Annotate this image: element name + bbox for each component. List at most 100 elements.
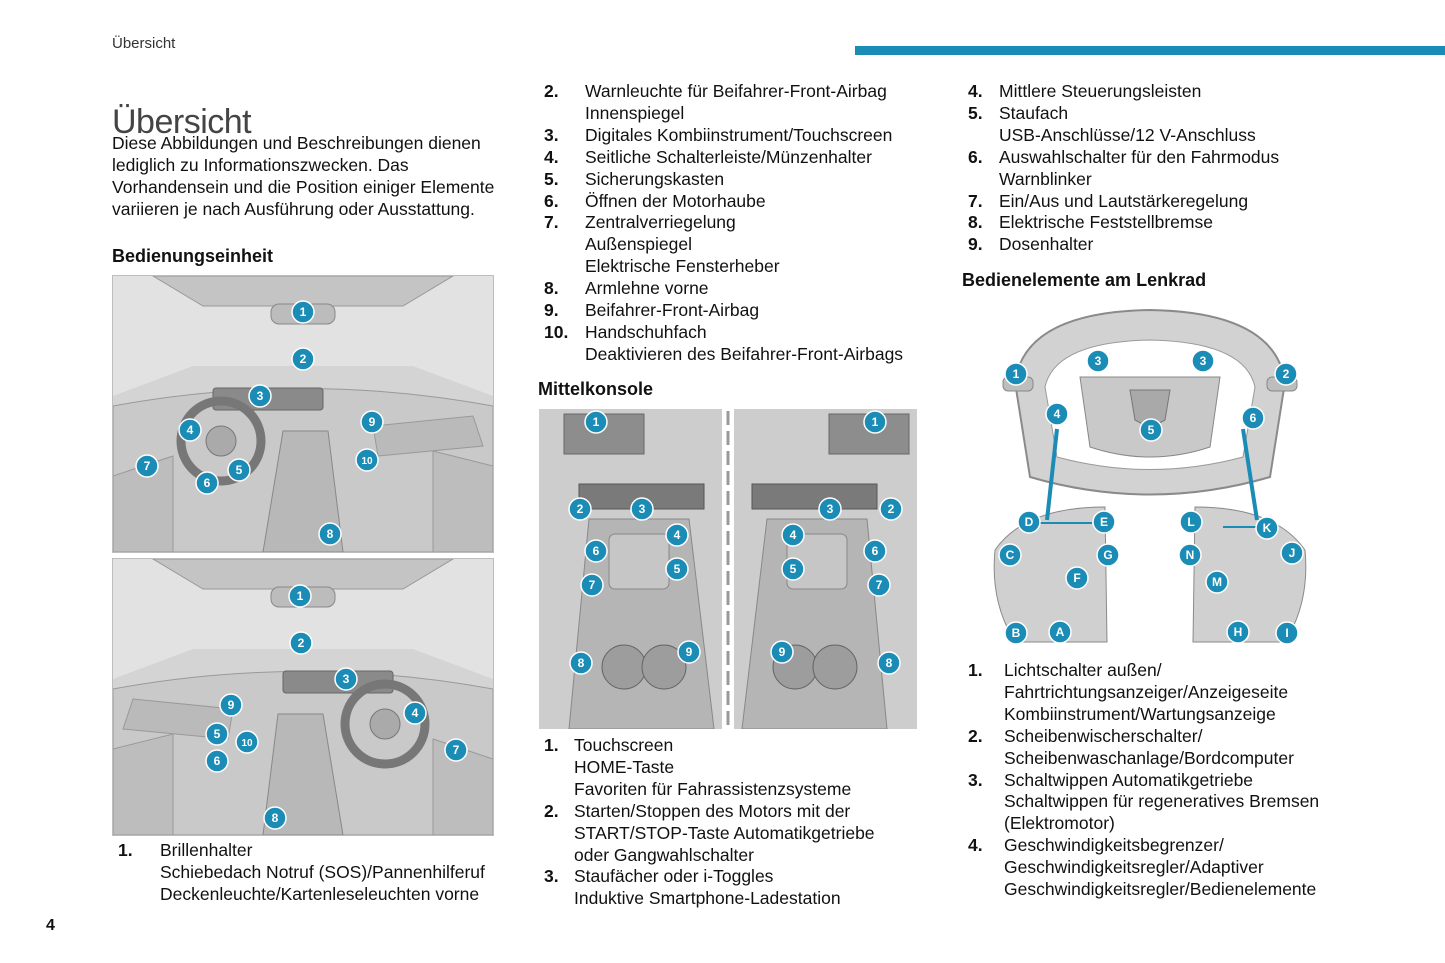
badge-L: L [1179,510,1203,534]
intro-paragraph: Diese Abbildungen und Beschreibungen die… [112,133,495,219]
svg-text:2: 2 [298,636,305,650]
svg-text:H: H [1234,625,1243,639]
badge-C: C [998,543,1022,567]
badge-1: 1 [288,584,312,608]
list-item: 10.Handschuhfach Deaktivieren des Beifah… [544,321,904,364]
center-console-figure: 1 2 3 4 5 6 7 8 9 1 2 3 4 5 6 7 8 9 [539,409,917,729]
list-item: 3.Staufächer oder i-Toggles Induktive Sm… [544,866,841,909]
badge-6: 6 [584,539,608,563]
badge-4: 4 [665,523,689,547]
badge-E: E [1092,510,1116,534]
svg-text:C: C [1006,548,1015,562]
badge-M: M [1205,570,1229,594]
svg-text:5: 5 [236,463,243,477]
svg-text:4: 4 [790,528,797,542]
svg-text:A: A [1056,625,1065,639]
badge-10: 10 [355,448,379,472]
badge-9: 9 [677,640,701,664]
badge-3: 3 [248,384,272,408]
badge-B: B [1004,621,1028,645]
badges-right-view: 1 2 3 4 5 6 7 8 9 [770,410,903,675]
list-item: 4.Geschwindigkeitsbegrenzer/ Geschwindig… [968,835,1317,900]
svg-text:8: 8 [886,656,893,670]
badge-8: 8 [318,522,342,546]
list-item: 9.Beifahrer-Front-Airbag [544,300,760,321]
heading-mittelkonsole: Mittelkonsole [538,379,654,399]
list-item: 1.Lichtschalter außen/ Fahrtrichtungsanz… [968,660,1289,724]
badge-10: 10 [235,730,259,754]
badge-9: 9 [219,693,243,717]
list-item: 2.Scheibenwischerschalter/ Scheibenwasch… [968,725,1294,768]
dashboard-figure-right-hand-drive: 1 2 3 4 5 6 7 8 9 10 [112,558,494,836]
svg-text:I: I [1285,626,1288,640]
badges-left-view: 1 2 3 4 5 6 7 8 9 [568,410,701,675]
list-item: 6.Öffnen der Motorhaube [544,190,766,211]
svg-text:E: E [1100,515,1108,529]
badge-7: 7 [444,738,468,762]
lenkrad-list: 1.Lichtschalter außen/ Fahrtrichtungsanz… [968,660,1368,901]
list-item: 8.Elektrische Feststellbremse [968,212,1213,233]
svg-text:2: 2 [577,502,584,516]
list-item: 8.Armlehne vorne [544,278,709,299]
badge-F: F [1065,566,1089,590]
badge-5: 5 [781,557,805,581]
badge-4: 4 [403,701,427,725]
badge-K: K [1255,516,1279,540]
list-item: 2.Warnleuchte für Beifahrer-Front-Airbag… [544,81,887,123]
svg-text:L: L [1187,515,1194,529]
list-item: 3.Schaltwippen Automatikgetriebe Schaltw… [968,769,1320,834]
list-item: 4.Mittlere Steuerungsleisten [968,81,1202,101]
badge-4: 4 [1045,402,1069,426]
svg-text:4: 4 [412,706,419,720]
badges: 1 2 3 4 5 6 7 8 9 10 [135,300,384,546]
svg-text:6: 6 [872,544,879,558]
running-head: Übersicht [112,35,176,52]
badge-9: 9 [770,640,794,664]
svg-text:5: 5 [1148,423,1155,437]
list-item: 2.Starten/Stoppen des Motors mit der STA… [544,800,875,865]
list-item: 6.Auswahlschalter für den Fahrmodus Warn… [968,146,1280,189]
svg-text:3: 3 [343,672,350,686]
badge-D: D [1017,510,1041,534]
badge-7: 7 [580,573,604,597]
badge-2: 2 [289,631,313,655]
svg-text:3: 3 [639,502,646,516]
bedienungseinheit-list-part1: 1.Brillenhalter Schiebedach Notruf (SOS)… [118,840,508,906]
heading-lenkrad: Bedienelemente am Lenkrad [962,270,1207,290]
svg-text:9: 9 [369,415,376,429]
badge-1: 1 [1004,362,1028,386]
svg-text:3: 3 [1095,354,1102,368]
badge-6: 6 [1241,406,1265,430]
badge-6: 6 [863,539,887,563]
svg-text:3: 3 [1200,354,1207,368]
list-item: 1.Touchscreen HOME-Taste Favoriten für F… [544,735,852,799]
header-accent-bar [855,46,1445,55]
svg-text:N: N [1186,548,1195,562]
badge-G: G [1096,543,1120,567]
svg-text:6: 6 [204,476,211,490]
badge-1: 1 [584,410,608,434]
mittelkonsole-list-part2: 4.Mittlere Steuerungsleisten 5.Staufach … [968,81,1348,256]
heading-bedienungseinheit: Bedienungseinheit [112,246,274,266]
badge-6: 6 [195,471,219,495]
svg-text:6: 6 [1250,411,1257,425]
svg-text:1: 1 [872,415,879,429]
svg-text:3: 3 [257,389,264,403]
svg-text:D: D [1025,515,1034,529]
badge-8: 8 [263,806,287,830]
svg-text:5: 5 [790,562,797,576]
mittelkonsole-list-part1: 1.Touchscreen HOME-Taste Favoriten für F… [544,735,924,910]
badge-2: 2 [568,497,592,521]
list-item: 9.Dosenhalter [968,234,1094,255]
badge-5: 5 [665,557,689,581]
svg-text:3: 3 [827,502,834,516]
svg-text:4: 4 [187,423,194,437]
svg-text:F: F [1073,571,1080,585]
badge-2: 2 [879,497,903,521]
list-item: 7.Zentralverriegelung Außenspiegel Elekt… [544,212,780,277]
svg-text:G: G [1103,548,1112,562]
badge-5: 5 [205,722,229,746]
badge-9: 9 [360,410,384,434]
badge-2: 2 [1274,362,1298,386]
svg-text:7: 7 [876,578,883,592]
